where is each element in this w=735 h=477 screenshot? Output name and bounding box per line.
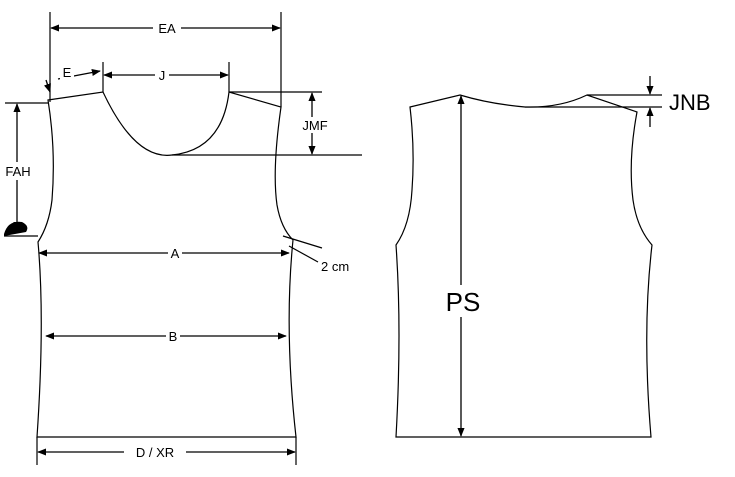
e-dimension-tick [44, 79, 51, 93]
ps-label: PS [446, 287, 481, 317]
j-label: J [159, 68, 166, 83]
ea-label: EA [158, 21, 176, 36]
front-bodice-outline [36, 91, 297, 438]
back-bodice-outline [395, 94, 653, 438]
back-view: JNB PS [395, 76, 711, 438]
two-cm-leader-b [288, 245, 319, 263]
front-view: EA E J JMF FAH A 2 cm B D / XR [0, 12, 362, 465]
e-label: E [63, 65, 72, 80]
jmf-label: JMF [302, 118, 327, 133]
jnb-label: JNB [669, 90, 711, 115]
fah-label: FAH [5, 164, 30, 179]
d-xr-label: D / XR [136, 445, 174, 460]
two-cm-label: 2 cm [321, 259, 349, 274]
two-cm-leader-a [282, 235, 323, 249]
armhole-curl-symbol [4, 221, 28, 236]
b-label: B [169, 329, 178, 344]
a-label: A [171, 246, 180, 261]
